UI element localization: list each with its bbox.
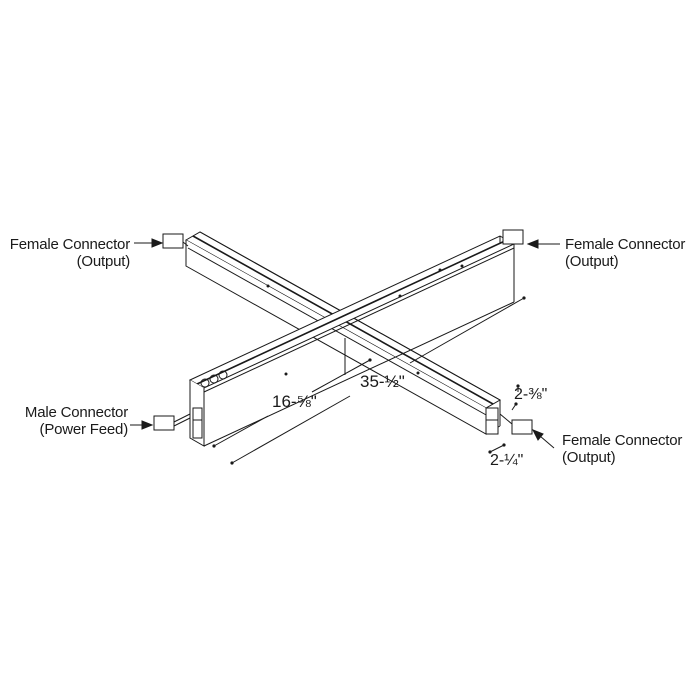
dimension-height: 2-⅜" — [514, 386, 548, 403]
dimension-width: 2-¼" — [490, 452, 524, 469]
callout-top-right: Female Connector (Output) — [565, 236, 685, 270]
callout-bottom-left-line1: Male Connector — [24, 404, 128, 421]
arrows — [130, 238, 560, 449]
connector-top-right — [502, 229, 524, 245]
callout-bottom-left-line2: (Power Feed) — [39, 421, 129, 438]
callout-top-left: Female Connector (Output) — [2, 236, 130, 270]
connector-bottom-right — [499, 413, 533, 435]
connector-bottom-left — [153, 413, 191, 431]
callout-bottom-right: Female Connector (Output) — [562, 432, 682, 466]
connector-top-left — [162, 233, 189, 249]
callout-top-left-line2: (Output) — [76, 253, 131, 270]
dimension-lines — [213, 297, 525, 464]
dimension-half-length: 16-⅝" — [272, 392, 317, 411]
callout-bottom-right-line2: (Output) — [562, 449, 616, 466]
callout-bottom-right-line1: Female Connector — [562, 432, 683, 449]
callout-top-left-line1: Female Connector — [9, 236, 130, 253]
bar-bottom-left-to-top-right — [188, 235, 516, 447]
callout-bottom-left: Male Connector (Power Feed) — [2, 404, 128, 438]
callout-top-right-line1: Female Connector — [565, 236, 686, 253]
mounting-holes — [266, 264, 464, 376]
callout-top-right-line2: (Output) — [565, 253, 619, 270]
dimension-full-length: 35-½" — [360, 372, 405, 391]
